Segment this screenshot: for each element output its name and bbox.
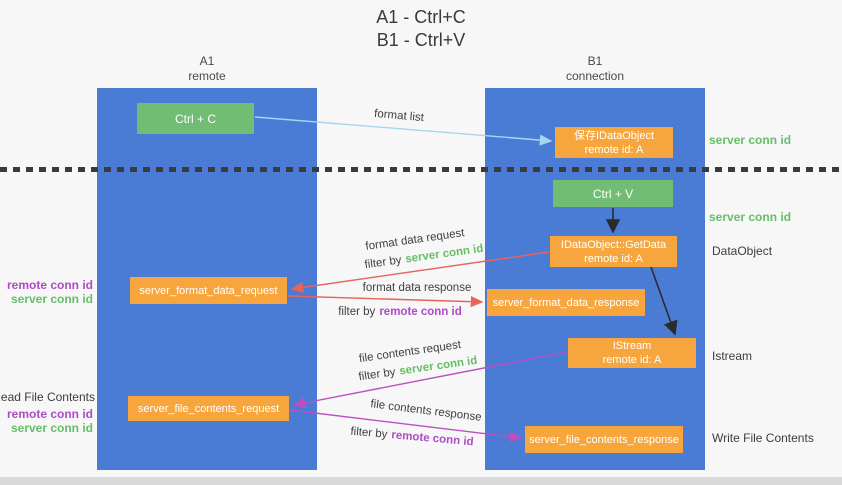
filter-by-text: filter by — [349, 425, 388, 441]
lane-a1-subtitle: remote — [188, 69, 226, 83]
save-idataobject-line1: 保存IDataObject — [573, 129, 655, 142]
node-idataobject-getdata: IDataObject::GetData remote id: A — [550, 236, 677, 267]
dotted-divider-line — [0, 167, 842, 172]
save-idataobject-line2: remote id: A — [584, 143, 644, 156]
remote-conn-id-text: remote conn id — [390, 429, 475, 449]
bottom-edge-strip — [0, 477, 842, 485]
annotation-server-conn-id-mid: server conn id — [709, 210, 792, 224]
node-server-format-data-request: server_format_data_request — [130, 277, 287, 304]
server-conn-id-text: server conn id — [404, 242, 485, 266]
lane-a1-name: A1 — [199, 54, 215, 68]
node-ctrl-c: Ctrl + C — [137, 103, 254, 134]
lane-b1-subtitle: connection — [565, 69, 625, 83]
format-request-label: server_format_data_request — [139, 284, 278, 297]
annotation-read-file-contents: Read File Contents — [0, 390, 95, 404]
filter-by-text: filter by — [357, 366, 397, 384]
server-conn-id-text: server conn id — [398, 354, 479, 378]
node-server-format-data-response: server_format_data_response — [487, 289, 645, 316]
annotation-remote-conn-id-1: remote conn id — [6, 278, 93, 292]
label-format-list: format list — [373, 107, 425, 125]
annotation-dataobject: DataObject — [712, 244, 773, 258]
node-server-file-contents-response: server_file_contents_response — [525, 426, 683, 453]
format-data-response-arrow — [287, 295, 484, 308]
annotation-server-conn-id-2: server conn id — [10, 421, 93, 435]
label-file-contents-response: file contents response — [369, 398, 483, 424]
annotation-remote-conn-id-2: remote conn id — [6, 407, 93, 421]
annotation-write-file-contents: Write File Contents — [712, 431, 814, 445]
title-line-a1: A1 - Ctrl+C — [376, 7, 466, 27]
file-response-label: server_file_contents_response — [529, 433, 679, 446]
node-save-idataobject: 保存IDataObject remote id: A — [555, 127, 673, 158]
lane-header-a1: A1 remote — [97, 54, 317, 84]
title-line-b1: B1 - Ctrl+V — [376, 30, 466, 50]
label-format-data-response: format data response — [362, 282, 472, 294]
filter-by-text: filter by — [363, 254, 403, 272]
node-istream: IStream remote id: A — [568, 338, 696, 368]
diagram-title: A1 - Ctrl+C B1 - Ctrl+V — [0, 6, 842, 52]
annotation-server-conn-id-1: server conn id — [10, 292, 93, 306]
filter-by-text: filter by — [338, 306, 376, 318]
ctrl-v-label: Ctrl + V — [592, 186, 634, 201]
node-ctrl-v: Ctrl + V — [553, 180, 673, 207]
istream-line2: remote id: A — [602, 354, 662, 366]
node-server-file-contents-request: server_file_contents_request — [128, 396, 289, 421]
ctrl-c-label: Ctrl + C — [174, 111, 216, 126]
getdata-line2: remote id: A — [584, 252, 643, 265]
file-request-label: server_file_contents_request — [137, 402, 280, 415]
getdata-line1: IDataObject::GetData — [560, 238, 667, 251]
lane-b1-name: B1 — [587, 54, 603, 68]
annotation-server-conn-id-top: server conn id — [709, 133, 792, 147]
format-response-label: server_format_data_response — [492, 296, 640, 309]
istream-line1: IStream — [612, 340, 652, 352]
lane-header-b1: B1 connection — [485, 54, 705, 84]
remote-conn-id-text: remote conn id — [379, 306, 462, 318]
annotation-istream: Istream — [712, 349, 753, 363]
